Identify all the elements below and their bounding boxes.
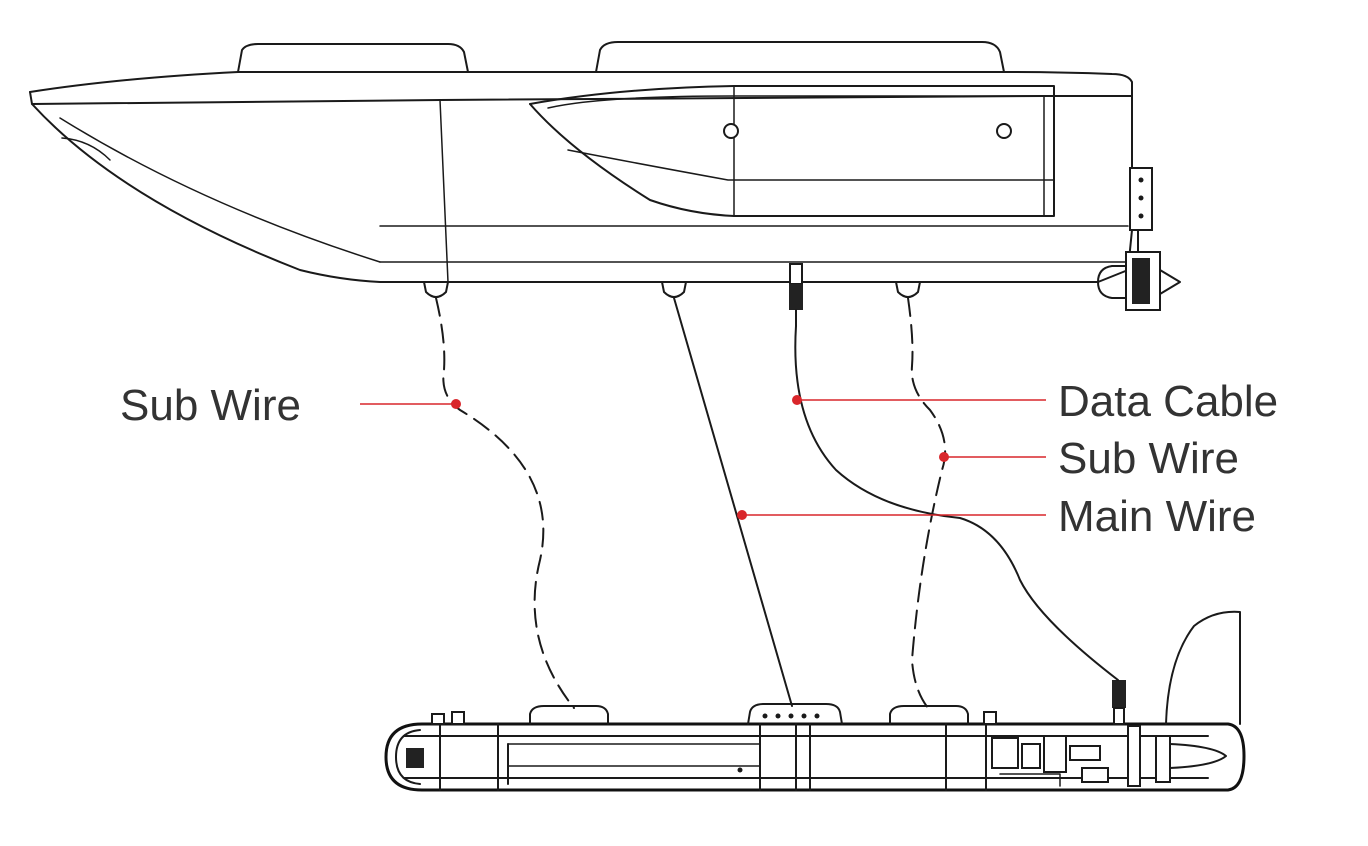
towed-vehicle-drawing	[384, 610, 1246, 792]
sub-wire-right-label: Sub Wire	[1058, 434, 1239, 483]
main-wire-line	[673, 297, 793, 707]
tether-lines	[435, 297, 1119, 709]
data-cable-line	[794, 325, 1119, 681]
sub-wire-left-marker	[451, 399, 461, 409]
data-cable-marker	[792, 395, 802, 405]
sub-wire-left-label: Sub Wire	[120, 381, 301, 430]
main-wire-label: Main Wire	[1058, 492, 1256, 541]
sub-wire-right-line	[907, 297, 947, 709]
sub-wire-left-line	[435, 297, 575, 709]
sub-wire-right-marker	[939, 452, 949, 462]
data-cable-label: Data Cable	[1058, 377, 1278, 426]
boat-drawing	[29, 41, 1181, 327]
main-wire-marker	[737, 510, 747, 520]
annotations: Sub Wire Data Cable Sub Wire Main Wire	[120, 377, 1278, 541]
